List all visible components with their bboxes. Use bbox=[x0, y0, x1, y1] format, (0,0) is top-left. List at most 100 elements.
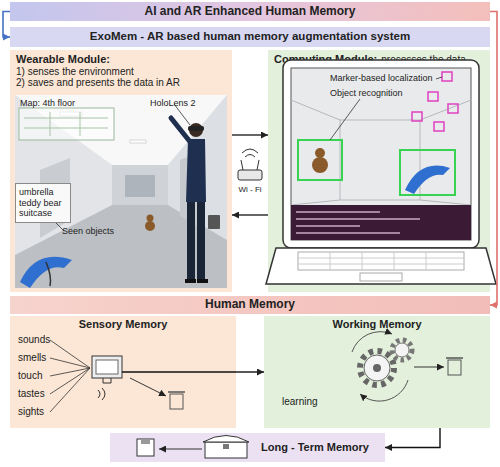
recognition-boxes bbox=[330, 99, 360, 140]
storage-icons bbox=[137, 439, 154, 456]
hallway-photo bbox=[180, 152, 200, 228]
person-figure bbox=[171, 118, 191, 143]
sensor-icon bbox=[130, 378, 166, 396]
node-heading: ExoMem - AR based human memory augmentat… bbox=[90, 30, 410, 43]
sensor-icon bbox=[98, 388, 105, 400]
laptop-illustration bbox=[360, 273, 402, 281]
trash-icon bbox=[446, 357, 463, 359]
storage-icons bbox=[141, 439, 150, 444]
trash-icon bbox=[168, 358, 463, 409]
system-band: ExoMem - AR based human memory augmentat… bbox=[10, 27, 490, 47]
annotation-label: Object recognition bbox=[330, 88, 403, 98]
seen-object-icons bbox=[147, 215, 154, 222]
annotation-label: Map: 4th floor bbox=[20, 98, 75, 108]
edge-layer bbox=[3, 12, 497, 448]
laptop-illustration bbox=[266, 60, 496, 284]
recognition-boxes bbox=[400, 150, 455, 195]
hallway-photo bbox=[60, 112, 82, 116]
marker-squares bbox=[436, 77, 442, 79]
storage-icons bbox=[159, 449, 202, 450]
memory-panel: Working Memory bbox=[264, 316, 490, 428]
storage-icons bbox=[205, 442, 247, 458]
person-figure bbox=[171, 118, 208, 283]
node-text: processes the data bbox=[381, 54, 466, 66]
recognition-boxes bbox=[298, 99, 455, 195]
hallway-photo bbox=[130, 140, 146, 143]
annotation-label: tastes bbox=[18, 388, 45, 400]
annotation-label: learning bbox=[282, 396, 318, 408]
flow-arrow bbox=[236, 371, 264, 372]
node-heading: Computing Module: bbox=[274, 53, 377, 66]
node-text: 1) senses the environment bbox=[16, 66, 134, 78]
annotation-label: smells bbox=[18, 352, 46, 364]
hallway-photo bbox=[15, 95, 227, 165]
person-figure bbox=[186, 139, 206, 202]
flow-arrow bbox=[232, 134, 268, 135]
laptop-illustration bbox=[291, 205, 471, 240]
gears-icon bbox=[414, 367, 444, 368]
map-overlay bbox=[24, 112, 108, 136]
hallway-photo bbox=[15, 95, 227, 288]
node-heading: Wearable Module: bbox=[16, 53, 110, 66]
laptop-illustration bbox=[283, 60, 479, 248]
router-icon bbox=[241, 160, 243, 170]
module-panel: Computing Module: processes the data bbox=[268, 50, 490, 292]
sensor-icon bbox=[92, 356, 236, 400]
seen-object-icons bbox=[20, 257, 72, 288]
person-figure bbox=[188, 126, 204, 131]
annotation-label: Seen objects bbox=[62, 226, 114, 236]
node-heading: umbrella teddy bear suitcase bbox=[19, 187, 67, 218]
annotation-label: sounds bbox=[18, 334, 50, 346]
gears-icon bbox=[392, 340, 412, 360]
laptop-illustration bbox=[266, 248, 496, 284]
marker-squares bbox=[442, 72, 452, 81]
flow-arrow bbox=[385, 428, 440, 448]
person-figure bbox=[197, 202, 205, 280]
person-figure bbox=[187, 202, 195, 280]
laptop-illustration bbox=[291, 68, 471, 240]
node-heading: AI and AR Enhanced Human Memory bbox=[145, 5, 356, 19]
seen-object-icons bbox=[46, 262, 51, 286]
gears-icon bbox=[395, 343, 409, 357]
storage-icons bbox=[203, 436, 249, 443]
person-figure bbox=[185, 279, 196, 283]
sense-lines bbox=[50, 340, 90, 412]
hallway-photo bbox=[168, 95, 227, 240]
recognition-boxes bbox=[312, 157, 328, 173]
hallway-photo bbox=[15, 95, 112, 255]
annotation-label: sights bbox=[18, 406, 44, 418]
memory-panel: Long - Term Memory bbox=[110, 433, 385, 462]
recognition-boxes bbox=[405, 166, 450, 194]
node-heading: Human Memory bbox=[205, 298, 295, 312]
recognition-boxes bbox=[298, 140, 342, 180]
section-band: Human Memory bbox=[10, 296, 490, 314]
hallway-photo bbox=[40, 158, 70, 238]
hallway-photo bbox=[112, 165, 168, 205]
gears-icon bbox=[352, 332, 392, 352]
hallway-photo bbox=[125, 175, 155, 197]
node-heading: Long - Term Memory bbox=[261, 441, 369, 454]
storage-icons bbox=[137, 436, 249, 459]
node-heading: Working Memory bbox=[332, 318, 421, 331]
laptop-illustration bbox=[291, 100, 471, 205]
marker-squares bbox=[434, 122, 444, 131]
annotation-label: touch bbox=[18, 370, 42, 382]
flow-arrow bbox=[3, 12, 10, 38]
sensor-icon bbox=[103, 378, 111, 383]
gears-icon bbox=[373, 364, 381, 372]
gears-icon bbox=[352, 332, 444, 401]
storage-icons bbox=[223, 444, 229, 449]
router-icon bbox=[238, 149, 262, 180]
sensor-icon bbox=[92, 356, 122, 378]
flow-arrow bbox=[232, 214, 268, 215]
gears-icon bbox=[364, 355, 390, 381]
sensor-icon bbox=[122, 371, 236, 372]
seen-object-icons bbox=[20, 215, 220, 289]
trash-icon bbox=[448, 360, 461, 375]
node-heading: Sensory Memory bbox=[79, 318, 168, 331]
router-icon bbox=[257, 160, 259, 170]
router-icon bbox=[242, 149, 258, 157]
